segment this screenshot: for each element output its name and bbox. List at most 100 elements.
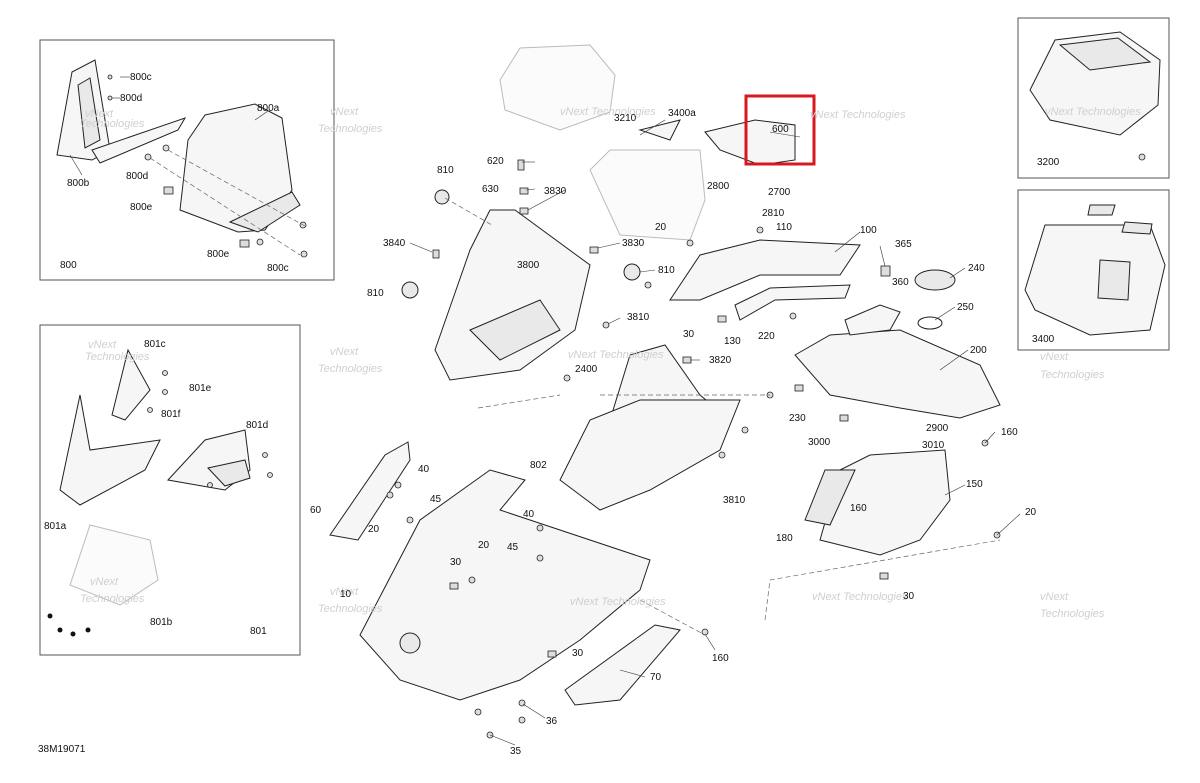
label-801e: 801e <box>189 383 212 394</box>
label-801d: 801d <box>246 420 268 431</box>
callout-600: 600 <box>772 124 789 135</box>
svg-text:vNext Technologies: vNext Technologies <box>812 591 908 603</box>
grommet-810-b <box>623 263 641 281</box>
callout-2800: 2800 <box>707 181 730 192</box>
inset-801-parts <box>47 348 273 637</box>
callout-20-a: 20 <box>655 222 667 233</box>
grommet-810-c <box>401 281 419 299</box>
callout-20-d: 20 <box>478 540 490 551</box>
callout-2400: 2400 <box>575 364 598 375</box>
inset-3200-box <box>1017 17 1170 179</box>
svg-text:Technologies: Technologies <box>318 123 383 135</box>
callout-36: 36 <box>546 716 558 727</box>
inset-labels: 800c 800d 800a 800b 800d 800e 800e 800c … <box>44 72 1060 637</box>
callout-150: 150 <box>966 479 983 490</box>
svg-text:Technologies: Technologies <box>1040 369 1105 381</box>
label-801f: 801f <box>161 409 181 420</box>
svg-text:vNext: vNext <box>1040 351 1069 363</box>
label-801b: 801b <box>150 617 173 628</box>
main-parts <box>329 44 1001 739</box>
callout-60: 60 <box>310 505 322 516</box>
svg-text:vNext Technologies: vNext Technologies <box>570 596 666 608</box>
callout-30-a: 30 <box>683 329 695 340</box>
inset-3200-title: 3200 <box>1037 157 1060 168</box>
callout-2700: 2700 <box>768 187 791 198</box>
svg-text:Technologies: Technologies <box>1040 608 1105 620</box>
svg-text:vNext Technologies: vNext Technologies <box>1045 106 1141 118</box>
inset-800-title: 800 <box>60 260 77 271</box>
callout-3800: 3800 <box>517 260 540 271</box>
callout-100: 100 <box>860 225 877 236</box>
label-800b: 800b <box>67 178 90 189</box>
label-800d: 800d <box>120 93 142 104</box>
callout-3830-a: 3830 <box>544 186 567 197</box>
callout-30-d: 30 <box>572 648 584 659</box>
callout-2900: 2900 <box>926 423 949 434</box>
callout-240: 240 <box>968 263 985 274</box>
callout-3000: 3000 <box>808 437 831 448</box>
callout-360: 360 <box>892 277 909 288</box>
callout-3810-a: 3810 <box>627 312 650 323</box>
svg-text:vNext Technologies: vNext Technologies <box>560 106 656 118</box>
inset-800-parts <box>56 59 308 258</box>
callout-630: 630 <box>482 184 499 195</box>
inset-3200-parts <box>1029 31 1161 161</box>
leader-lines <box>69 76 1021 746</box>
label-800d-2: 800d <box>126 171 148 182</box>
watermarks: vNext Technologies vNext Technologies vN… <box>80 106 1141 620</box>
label-800c: 800c <box>130 72 152 83</box>
callout-200: 200 <box>970 345 987 356</box>
svg-text:vNext: vNext <box>1040 591 1069 603</box>
callout-130: 130 <box>724 336 741 347</box>
callout-20-b: 20 <box>368 524 380 535</box>
callout-3820: 3820 <box>709 355 732 366</box>
svg-text:vNext Technologies: vNext Technologies <box>568 349 664 361</box>
callout-810-b: 810 <box>658 265 675 276</box>
svg-text:Technologies: Technologies <box>318 603 383 615</box>
callout-3810-b: 3810 <box>723 495 746 506</box>
label-800c-2: 800c <box>267 263 289 274</box>
callout-35: 35 <box>510 746 522 757</box>
inset-801-title: 801 <box>250 626 267 637</box>
callout-45-a: 45 <box>430 494 442 505</box>
svg-text:vNext Technologies: vNext Technologies <box>810 109 906 121</box>
callout-3840: 3840 <box>383 238 406 249</box>
label-801c: 801c <box>144 339 166 350</box>
inset-3400-parts <box>1024 204 1166 336</box>
callout-250: 250 <box>957 302 974 313</box>
callout-40-b: 40 <box>523 509 535 520</box>
callout-45-b: 45 <box>507 542 519 553</box>
callout-810-c: 810 <box>367 288 384 299</box>
label-800a: 800a <box>257 103 280 114</box>
callout-160-c: 160 <box>712 653 729 664</box>
svg-text:vNext: vNext <box>330 586 359 598</box>
svg-text:Technologies: Technologies <box>80 118 145 130</box>
callout-620: 620 <box>487 156 504 167</box>
label-800e: 800e <box>130 202 153 213</box>
inset-801-box <box>39 324 301 656</box>
svg-text:Technologies: Technologies <box>85 351 150 363</box>
callout-160-b: 160 <box>850 503 867 514</box>
callout-3210: 3210 <box>614 113 637 124</box>
callout-160-a: 160 <box>1001 427 1018 438</box>
callout-802: 802 <box>530 460 547 471</box>
callout-30-b: 30 <box>450 557 462 568</box>
svg-text:vNext: vNext <box>330 346 359 358</box>
diagram-code: 38M19071 <box>38 744 86 755</box>
label-800e-2: 800e <box>207 249 230 260</box>
callout-230: 230 <box>789 413 806 424</box>
callout-3830-b: 3830 <box>622 238 645 249</box>
inset-800-box <box>39 39 335 281</box>
callout-20-c: 20 <box>1025 507 1037 518</box>
callout-2810: 2810 <box>762 208 785 219</box>
svg-text:vNext: vNext <box>85 108 114 120</box>
callout-180: 180 <box>776 533 793 544</box>
callout-40-a: 40 <box>418 464 430 475</box>
callout-10: 10 <box>340 589 352 600</box>
svg-text:Technologies: Technologies <box>318 363 383 375</box>
callout-365: 365 <box>895 239 912 250</box>
svg-text:vNext: vNext <box>90 576 119 588</box>
callout-110: 110 <box>776 222 792 233</box>
inset-3400-title: 3400 <box>1032 334 1055 345</box>
